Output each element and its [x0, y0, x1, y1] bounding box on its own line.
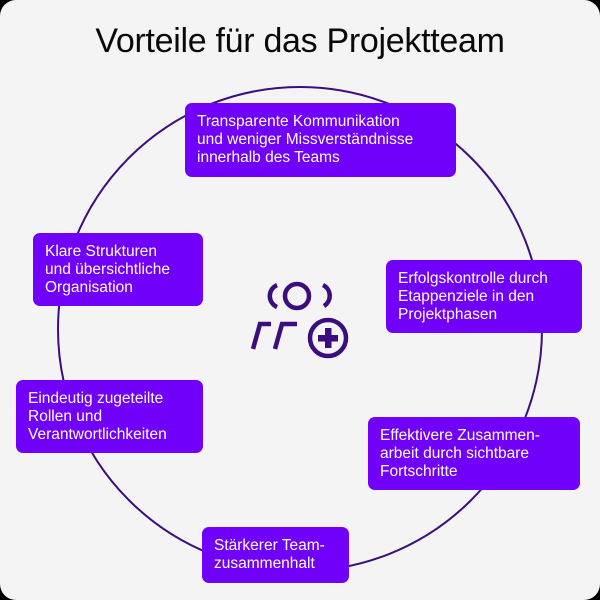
benefit-box-clear-roles: Eindeutig zugeteilte Rollen und Verantwo…	[16, 380, 203, 453]
benefit-box-transparent-communication: Transparente Kommunikation und weniger M…	[185, 103, 456, 177]
benefit-box-progress-control: Erfolgskontrolle durch Etappenziele in d…	[386, 260, 582, 333]
team-plus-icon	[250, 281, 349, 359]
benefit-box-team-cohesion: Stärkerer Team- zusammenhalt	[202, 527, 349, 583]
benefit-text: Eindeutig zugeteilte Rollen und Verantwo…	[28, 389, 167, 443]
benefit-text: Erfolgskontrolle durch Etappenziele in d…	[398, 269, 548, 323]
diagram-title: Vorteile für das Projektteam	[95, 22, 505, 60]
benefit-text: Transparente Kommunikation und weniger M…	[197, 113, 414, 166]
benefit-text: Stärkerer Team- zusammenhalt	[214, 537, 325, 572]
benefit-box-clear-structures: Klare Strukturen und übersichtliche Orga…	[33, 233, 203, 306]
benefit-box-effective-collaboration: Effektivere Zusammen- arbeit durch sicht…	[368, 417, 580, 490]
benefit-text: Effektivere Zusammen- arbeit durch sicht…	[380, 426, 540, 480]
benefit-text: Klare Strukturen und übersichtliche Orga…	[45, 242, 170, 296]
